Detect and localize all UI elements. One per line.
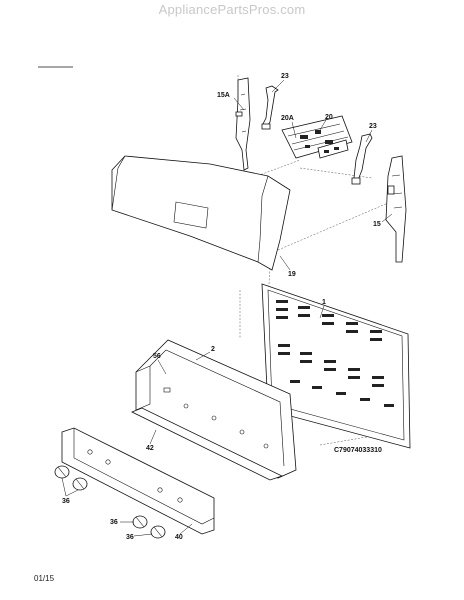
callout-42: 42 [146,445,154,452]
knob-3 [132,515,148,529]
callout-19: 19 [288,271,296,278]
callout-leaders [61,79,393,537]
diagram-code: C79074033310 [334,447,382,454]
callout-20: 20 [325,114,333,121]
panel-rail [131,407,284,481]
callout-36-b: 36 [110,519,118,526]
end-clip-left [261,85,279,130]
side-bracket-left [235,77,251,171]
callout-23-right: 23 [369,123,377,130]
side-bracket-right [385,155,407,263]
callout-23-left: 23 [281,73,289,80]
control-panel-backguard [111,155,291,271]
callout-20a: 20A [281,115,294,122]
knob-4 [150,525,166,539]
end-clip-right [351,133,373,185]
knob-1 [54,465,70,479]
site-watermark: AppliancePartsPros.com [158,2,306,17]
callout-labels: 15A 23 20A 20 23 15 19 1 2 56 42 36 36 3… [62,73,381,541]
callout-36-a: 36 [62,498,70,505]
callout-2: 2 [211,346,215,353]
callout-15: 15 [373,221,381,228]
callout-36-c: 36 [126,534,134,541]
callout-56: 56 [153,353,161,360]
rear-panel [261,283,411,449]
callout-40: 40 [175,534,183,541]
control-knobs [54,465,166,539]
electronic-control-board [281,115,353,159]
revision-date: 01/15 [34,574,55,583]
manifold-control-panel [61,427,215,535]
callout-15a: 15A [217,92,230,99]
callout-1: 1 [322,299,326,306]
knob-2 [72,477,88,491]
